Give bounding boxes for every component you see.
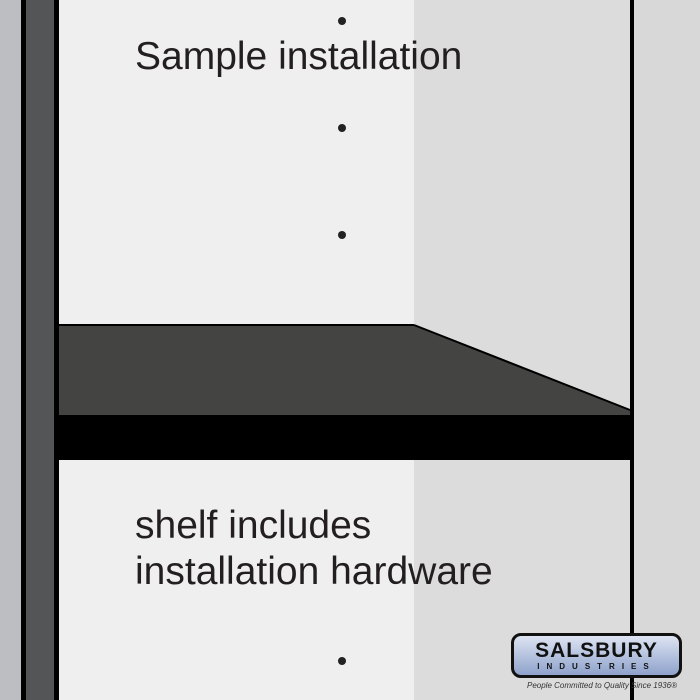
shelf-front [59, 415, 630, 460]
logo-sub: INDUSTRIES [537, 662, 656, 671]
caption-line-1: shelf includes [135, 504, 372, 547]
hole [338, 124, 346, 132]
title: Sample installation [135, 35, 463, 78]
logo-brand: SALSBURY [535, 639, 658, 662]
shelf-top [59, 325, 630, 415]
hole [338, 17, 346, 25]
caption-line-2: installation hardware [135, 550, 493, 593]
hole [338, 231, 346, 239]
logo-tagline: People Committed to Quality Since 1936® [527, 681, 677, 690]
hole [338, 657, 346, 665]
salsbury-logo: SALSBURY INDUSTRIES [511, 633, 682, 678]
